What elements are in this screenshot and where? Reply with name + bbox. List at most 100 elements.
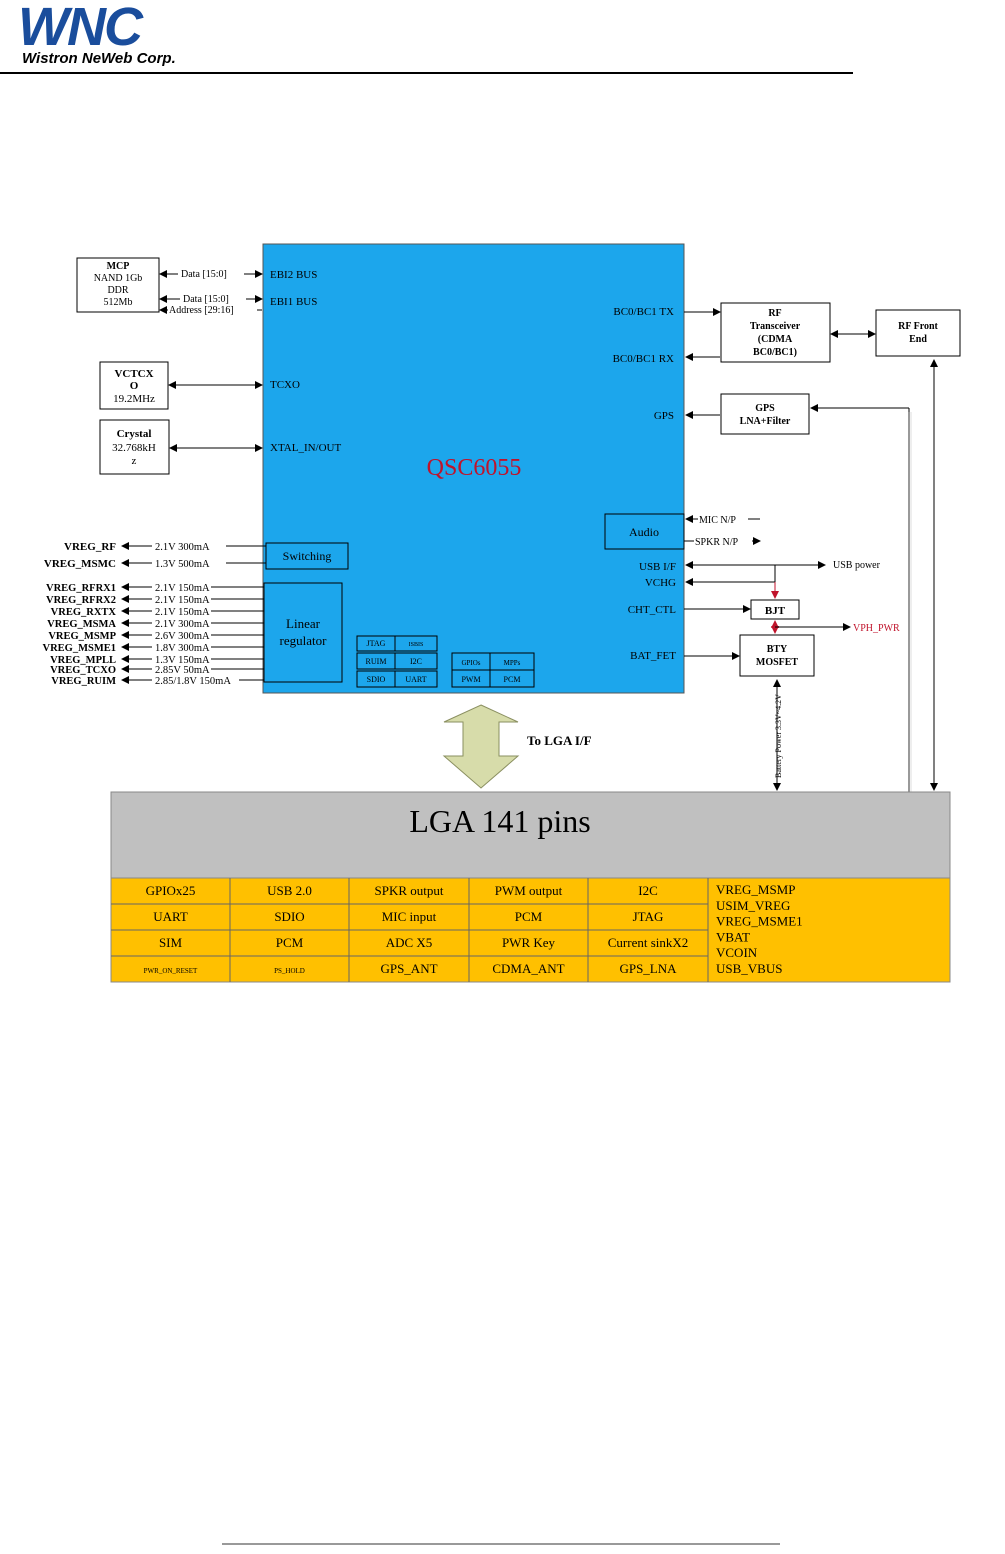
regulator-name: VREG_MSME1 — [43, 643, 117, 654]
sub-label-jtag: JTAG — [367, 639, 386, 648]
crystal-line1: Crystal — [117, 428, 152, 440]
lga-pin-cell: PWM output — [495, 883, 563, 898]
regulator-spec: 1.8V 300mA — [155, 643, 210, 654]
chip-name: QSC6055 — [427, 455, 522, 481]
rf-front-end-block: RF Front End — [875, 309, 961, 357]
lga-title: LGA 141 pins — [409, 803, 590, 839]
lga-power-pin: USB_VBUS — [716, 961, 782, 976]
rf-transceiver-line1: RF — [768, 308, 781, 319]
rf-transceiver-line4: BC0/BC1) — [753, 347, 797, 358]
sub-block-i2c — [394, 652, 438, 670]
regulator-spec: 2.1V 150mA — [155, 583, 210, 594]
lga-pin-cell: GPS_LNA — [619, 961, 677, 976]
regulator-name: VREG_MSMP — [48, 631, 116, 642]
lga-power-pin: VREG_MSME1 — [716, 914, 803, 929]
audio-label: Audio — [629, 525, 659, 539]
label-address: Address [29:16] — [169, 305, 234, 316]
label-usb-power: USB power — [833, 560, 881, 571]
mcp-line4: 512Mb — [104, 297, 133, 308]
port-vchg: VCHG — [645, 577, 676, 589]
label-mic: MIC N/P — [699, 515, 736, 526]
sub-label-pcm: PCM — [504, 675, 521, 684]
bjt-label: BJT — [765, 605, 786, 617]
crystal-line3: z — [132, 455, 137, 467]
regulator-spec: 2.6V 300mA — [155, 631, 210, 642]
sub-label-ruim: RUIM — [366, 657, 387, 666]
gps-lna-box — [720, 393, 810, 435]
peripheral-grid-right — [451, 652, 535, 688]
lga-header — [110, 791, 951, 879]
regulator-spec: 2.1V 300mA — [155, 542, 210, 553]
regulator-name: VREG_MSMC — [44, 558, 116, 570]
red-connections — [771, 582, 851, 634]
lga-pin-cell: PCM — [515, 909, 543, 924]
sub-label-i2c: I2C — [410, 657, 422, 666]
port-ebi1: EBI1 BUS — [270, 296, 317, 308]
lga-pin-cell: SDIO — [274, 909, 304, 924]
logo-text: WNC — [18, 0, 144, 57]
regulator-name: VREG_MPLL — [50, 655, 116, 666]
mcp-block: MCP NAND 1Gb DDR 512Mb — [76, 257, 160, 313]
lga-pin-cell: GPS_ANT — [380, 961, 437, 976]
vctcxo-block: VCTCX O 19.2MHz — [99, 361, 169, 410]
lga-pin-cell: PS_HOLD — [274, 967, 305, 975]
bty-mosfet-block: BTY MOSFET — [739, 634, 815, 677]
sub-label-pwm: PWM — [461, 675, 480, 684]
lga-pin-cell: PCM — [276, 935, 304, 950]
regulator-name: VREG_RFRX1 — [46, 583, 116, 594]
rf-transceiver-block: RF Transceiver (CDMA BC0/BC1) — [720, 302, 831, 363]
lga-power-pin: VREG_MSMP — [716, 882, 795, 897]
port-tx: BC0/BC1 TX — [613, 306, 674, 318]
lga-pin-cell: USB 2.0 — [267, 883, 312, 898]
sub-label-isbis: ISBIS — [409, 642, 424, 648]
chip-block: QSC6055 EBI2 BUS EBI1 BUS TCXO XTAL_IN/O… — [262, 243, 685, 694]
port-usb: USB I/F — [639, 561, 676, 573]
label-data-ebi2: Data [15:0] — [181, 269, 227, 280]
sub-label-uart: UART — [405, 675, 426, 684]
rf-front-end-line2: End — [909, 334, 927, 345]
switching-label: Switching — [283, 549, 332, 563]
lga-pin-cell: JTAG — [633, 909, 664, 924]
port-xtal: XTAL_IN/OUT — [270, 442, 341, 454]
regulator-name: VREG_RF — [64, 541, 116, 553]
label-battery-power: Battery Power 3.3V~4.2V — [774, 694, 783, 778]
lga-pin-cell: GPIOx25 — [146, 883, 196, 898]
bty-mosfet-line1: BTY — [767, 644, 788, 655]
regulator-name: VREG_TCXO — [50, 665, 116, 676]
regulator-spec: 2.1V 150mA — [155, 595, 210, 606]
linear-regulator-line1: Linear — [286, 616, 321, 631]
sub-label-sdio: SDIO — [367, 675, 386, 684]
signal-labels: Data [15:0] Data [15:0] Address [29:16] … — [169, 269, 900, 778]
vctcxo-line3: 19.2MHz — [113, 393, 155, 405]
switching-block — [265, 542, 349, 570]
bty-mosfet-line2: MOSFET — [756, 657, 799, 668]
mcp-line1: MCP — [107, 261, 130, 272]
bjt-box — [750, 599, 800, 620]
linear-regulator-block — [263, 582, 343, 683]
mcp-box — [76, 257, 160, 313]
bty-mosfet-box — [739, 634, 815, 677]
sub-block-uart — [394, 670, 438, 688]
label-to-lga: To LGA I/F — [527, 733, 592, 748]
sub-label-mpps: MPPs — [504, 659, 521, 667]
lga-pin-cell: PWR Key — [502, 935, 556, 950]
audio-block — [604, 513, 685, 550]
gps-lna-line1: GPS — [755, 403, 775, 414]
rf-transceiver-line3: (CDMA — [758, 334, 793, 345]
port-bat-fet: BAT_FET — [630, 650, 676, 662]
rf-front-end-box — [875, 309, 961, 357]
connections — [159, 270, 938, 792]
rf-transceiver-box — [720, 302, 831, 363]
label-data-ebi1: Data [15:0] — [183, 294, 229, 305]
regulator-spec: 2.1V 300mA — [155, 619, 210, 630]
lga-pin-cell: I2C — [638, 883, 658, 898]
rf-transceiver-line2: Transceiver — [750, 321, 801, 332]
regulator-spec: 2.85V 50mA — [155, 665, 210, 676]
lga-pin-cell: SPKR output — [375, 883, 444, 898]
sub-block-isbis — [394, 635, 438, 652]
